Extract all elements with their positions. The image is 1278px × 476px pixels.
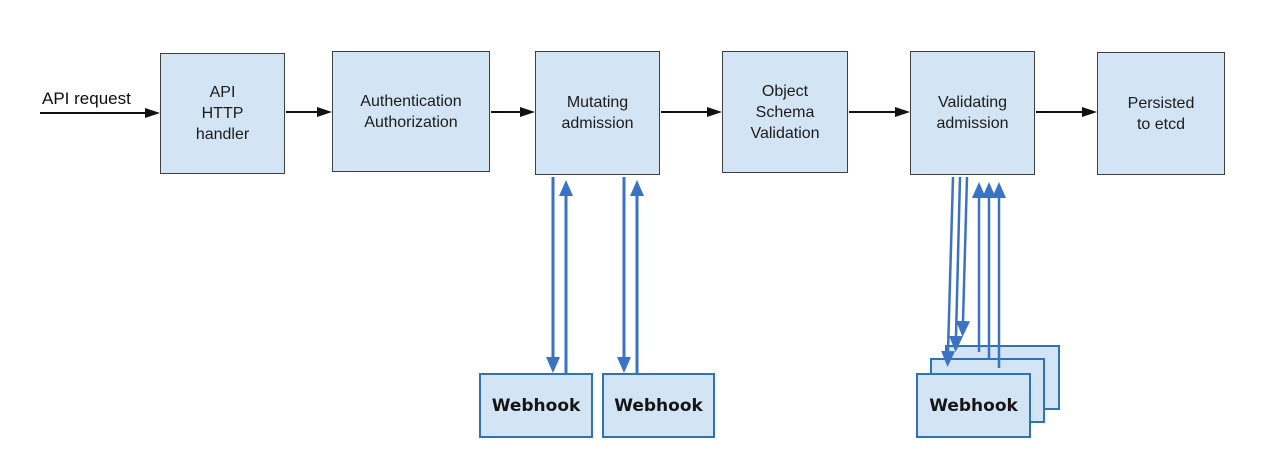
- node-mutating-admission-label: Mutating admission: [561, 94, 634, 132]
- node-object-schema-validation-label: Object Schema Validation: [750, 82, 820, 142]
- node-persisted-to-etcd: Persisted to etcd: [1097, 52, 1225, 175]
- node-api-http-handler-label: API HTTP handler: [195, 84, 250, 143]
- node-validating-admission-label: Validating admission: [936, 94, 1009, 132]
- arrow-validating-to-webhook-back: [956, 176, 970, 337]
- node-mutating-admission: Mutating admission: [535, 51, 660, 175]
- node-validating-admission: Validating admission: [910, 51, 1035, 175]
- arrow-validating-to-webhook-middle: [949, 176, 963, 352]
- mutating-webhook-1-label: Webhook: [491, 395, 581, 416]
- api-request-label: API request: [42, 89, 131, 108]
- mutating-webhook-1: Webhook: [479, 373, 593, 438]
- arrow-validating-to-webhook-front: [941, 176, 955, 367]
- node-authentication-authorization: Authentication Authorization: [332, 51, 490, 172]
- validating-webhook-front: Webhook: [916, 373, 1031, 438]
- node-api-http-handler: API HTTP handler: [160, 53, 285, 174]
- node-persisted-to-etcd-label: Persisted to etcd: [1127, 94, 1195, 133]
- mutating-webhook-2-label: Webhook: [614, 395, 703, 416]
- node-authentication-authorization-label: Authentication Authorization: [360, 92, 462, 131]
- node-object-schema-validation: Object Schema Validation: [722, 51, 848, 173]
- mutating-webhook-2: Webhook: [602, 373, 715, 438]
- validating-webhook-front-label: Webhook: [929, 395, 1018, 416]
